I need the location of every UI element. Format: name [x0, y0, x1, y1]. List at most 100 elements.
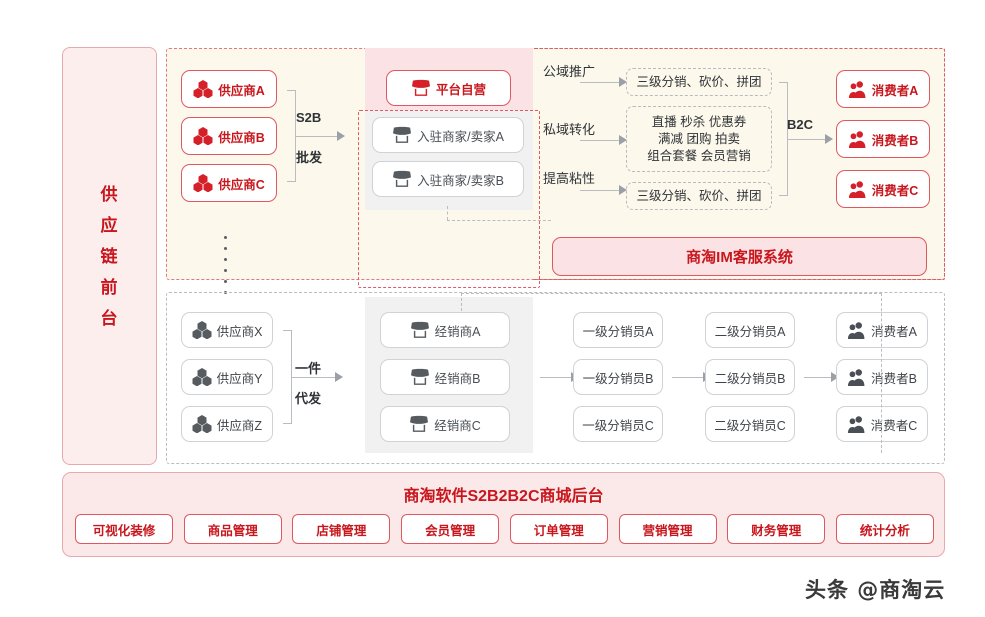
marketing-box-2[interactable]: 直播 秒杀 优惠券 满减 团购 拍卖 组合套餐 会员营销: [626, 106, 772, 172]
level2-distributor-c-label: 二级分销员C: [714, 418, 786, 433]
top-consumer-c-node[interactable]: 消费者C: [836, 170, 930, 208]
shop-icon: [409, 415, 429, 433]
supplier-x-node[interactable]: 供应商X: [181, 312, 273, 348]
shop-icon: [392, 126, 412, 144]
backend-button-statistics-analysis[interactable]: 统计分析: [835, 514, 934, 544]
marketing-box-2-line-1: 直播 秒杀 优惠券: [651, 114, 747, 129]
marketing-box-2-line-3: 组合套餐 会员营销: [647, 148, 751, 163]
supplier-b-label: 供应商B: [218, 130, 265, 145]
bottom-consumer-c-node[interactable]: 消费者C: [836, 406, 928, 442]
shop-icon: [410, 321, 430, 339]
backend-button-marketing-management[interactable]: 营销管理: [618, 514, 717, 544]
supplier-a-label: 供应商A: [218, 83, 265, 98]
person-icon: [848, 130, 867, 148]
level1-distributor-c-node[interactable]: 一级分销员C: [573, 406, 663, 442]
level2-distributor-a-node[interactable]: 二级分销员A: [705, 312, 795, 348]
hex-cluster-icon: [192, 321, 212, 339]
b2c-arrow-line: [788, 139, 826, 140]
top-consumer-c-label: 消费者C: [871, 183, 919, 198]
consumer-dashed-spine: [881, 293, 882, 453]
channel-arrow-line-3: [580, 190, 620, 191]
supplier-x-label: 供应商X: [216, 324, 263, 339]
channel-arrow-head-2: [619, 135, 627, 145]
admin-backend-title: 商淘软件S2B2B2C商城后台: [403, 488, 604, 505]
dropship-bracket: [283, 330, 292, 424]
s2b-arrow-line: [296, 136, 338, 137]
backend-button-member-management[interactable]: 会员管理: [401, 514, 500, 544]
vchar-3: 前: [100, 277, 119, 297]
im-service-system-bar[interactable]: 商淘IM客服系统: [552, 237, 927, 276]
dealer-c-label: 经销商C: [434, 418, 481, 433]
supplier-bracket: [287, 90, 296, 182]
supply-chain-frontend-panel: 供 应 链 前 台: [62, 47, 157, 465]
bottom-consumer-b-node[interactable]: 消费者B: [836, 359, 928, 395]
level1-distributor-c-label: 一级分销员C: [582, 418, 654, 433]
admin-backend-panel: 商淘软件S2B2B2C商城后台 可视化装修 商品管理 店铺管理 会员管理 订单管…: [62, 472, 945, 557]
supplier-z-label: 供应商Z: [216, 418, 263, 433]
top-consumer-a-node[interactable]: 消费者A: [836, 70, 930, 108]
b2c-bracket: [779, 82, 788, 196]
dealer-b-node[interactable]: 经销商B: [380, 359, 510, 395]
person-icon: [847, 368, 866, 386]
channel-label-private: 私域转化: [543, 122, 596, 137]
dealer-to-l1-line: [540, 377, 572, 378]
dealer-c-node[interactable]: 经销商C: [380, 406, 510, 442]
backend-button-visual-decoration[interactable]: 可视化装修: [75, 514, 173, 544]
b2c-label: B2C: [787, 117, 814, 132]
backend-button-product-management[interactable]: 商品管理: [183, 514, 282, 544]
supplier-y-node[interactable]: 供应商Y: [181, 359, 273, 395]
level2-distributor-b-node[interactable]: 二级分销员B: [705, 359, 795, 395]
vchar-1: 应: [100, 215, 119, 235]
supplier-c-node[interactable]: 供应商C: [181, 164, 277, 202]
marketing-box-3[interactable]: 三级分销、砍价、拼团: [626, 182, 772, 210]
shop-icon: [411, 79, 431, 97]
backend-button-store-management[interactable]: 店铺管理: [292, 514, 391, 544]
supplier-y-label: 供应商Y: [216, 371, 263, 386]
level2-distributor-b-label: 二级分销员B: [714, 371, 786, 386]
backend-button-order-management[interactable]: 订单管理: [509, 514, 608, 544]
dropship-arrow-line: [292, 377, 336, 378]
vertical-ellipsis: [224, 232, 227, 298]
supplier-z-node[interactable]: 供应商Z: [181, 406, 273, 442]
bottom-consumer-a-node[interactable]: 消费者A: [836, 312, 928, 348]
platform-self-node[interactable]: 平台自营: [386, 70, 511, 106]
im-service-system-label: 商淘IM客服系统: [686, 249, 793, 266]
level1-distributor-b-node[interactable]: 一级分销员B: [573, 359, 663, 395]
channel-arrow-line-1: [580, 82, 620, 83]
seller-dashed-boundary: [358, 110, 540, 288]
marketing-box-1-line-1: 三级分销、砍价、拼团: [636, 74, 762, 89]
dropship-label-line1: 一件: [295, 361, 322, 376]
top-consumer-b-node[interactable]: 消费者B: [836, 120, 930, 158]
l1-to-l2-line: [672, 377, 704, 378]
level1-distributor-a-label: 一级分销员A: [582, 324, 654, 339]
seller-to-im-connector-h: [447, 220, 551, 221]
supplier-a-node[interactable]: 供应商A: [181, 70, 277, 108]
seller-a-node[interactable]: 入驻商家/卖家A: [372, 117, 524, 153]
bottom-dropship-zone: [166, 292, 945, 464]
dealer-dashed-stub: [461, 293, 462, 311]
vchar-4: 台: [100, 308, 119, 328]
marketing-box-3-line-1: 三级分销、砍价、拼团: [636, 188, 762, 203]
seller-b-label: 入驻商家/卖家B: [417, 173, 504, 188]
level1-distributor-a-node[interactable]: 一级分销员A: [573, 312, 663, 348]
backend-button-finance-management[interactable]: 财务管理: [727, 514, 826, 544]
shop-icon: [392, 170, 412, 188]
s2b-label-line2: 批发: [296, 150, 323, 165]
channel-arrow-head-3: [619, 185, 627, 195]
s2b-arrow-head: [337, 131, 345, 141]
marketing-box-2-line-2: 满减 团购 拍卖: [658, 131, 740, 146]
top-consumer-a-label: 消费者A: [871, 83, 919, 98]
bottom-consumer-b-label: 消费者B: [871, 371, 917, 386]
platform-self-label: 平台自营: [435, 82, 486, 97]
dealer-a-node[interactable]: 经销商A: [380, 312, 510, 348]
marketing-box-1[interactable]: 三级分销、砍价、拼团: [626, 68, 772, 96]
level2-distributor-c-node[interactable]: 二级分销员C: [705, 406, 795, 442]
supply-chain-frontend-label: 供 应 链 前 台: [101, 179, 119, 334]
dealer-a-label: 经销商A: [434, 324, 481, 339]
seller-b-node[interactable]: 入驻商家/卖家B: [372, 161, 524, 197]
channel-label-public: 公域推广: [543, 64, 596, 79]
level2-distributor-a-label: 二级分销员A: [714, 324, 786, 339]
supplier-b-node[interactable]: 供应商B: [181, 117, 277, 155]
admin-backend-buttons: 可视化装修 商品管理 店铺管理 会员管理 订单管理 营销管理 财务管理 统计分析: [75, 513, 934, 545]
